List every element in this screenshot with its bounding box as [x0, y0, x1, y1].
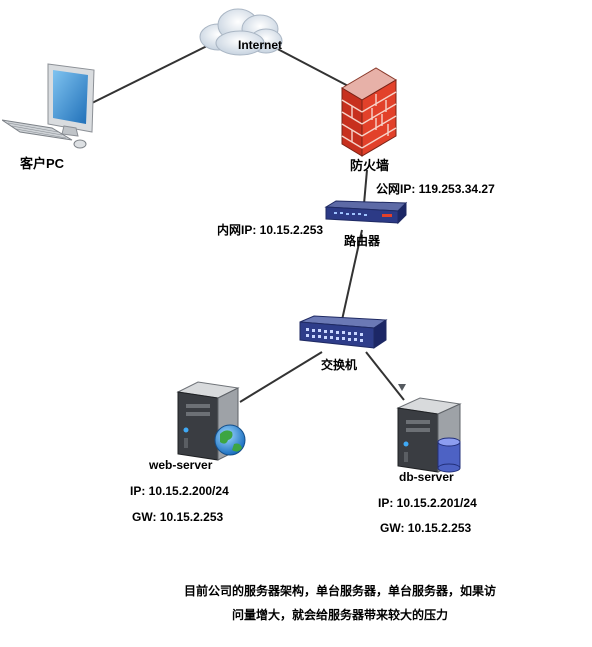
link-router-switch	[341, 229, 363, 321]
web-gw-label: GW: 10.15.2.253	[132, 510, 224, 524]
private-ip-label: 内网IP: 10.15.2.253	[217, 223, 324, 237]
link-switch-db	[365, 351, 405, 401]
desktop-pc-icon	[2, 63, 95, 149]
firewall-label: 防火墙	[350, 158, 390, 173]
firewall-icon	[341, 67, 397, 157]
client-pc-label: 客户PC	[20, 156, 65, 171]
link-switch-web	[239, 351, 323, 403]
link-internet-firewall	[269, 44, 353, 89]
public-ip-label: 公网IP: 119.253.34.27	[376, 182, 495, 196]
db-server-label: db-server	[399, 470, 454, 484]
router-label: 路由器	[344, 234, 381, 248]
web-server-label: web-server	[149, 458, 213, 472]
caption-line-1: 目前公司的服务器架构，单台服务器，单台服务器，如果访	[183, 584, 496, 598]
link-firewall-router	[363, 169, 368, 205]
internet-label: Internet	[238, 38, 283, 52]
switch-label: 交换机	[321, 358, 358, 372]
router-icon	[324, 200, 408, 225]
cloud-icon	[199, 8, 283, 56]
web-server-icon	[176, 381, 246, 461]
switch-icon	[299, 315, 388, 349]
db-server-icon	[396, 384, 462, 473]
web-ip-label: IP: 10.15.2.200/24	[130, 484, 229, 498]
db-ip-label: IP: 10.15.2.201/24	[378, 496, 477, 510]
db-gw-label: GW: 10.15.2.253	[380, 521, 472, 535]
selection-marker-icon	[398, 384, 406, 391]
caption-line-2: 问量增大，就会给服务器带来较大的压力	[231, 608, 448, 622]
link-client-internet	[91, 41, 216, 104]
